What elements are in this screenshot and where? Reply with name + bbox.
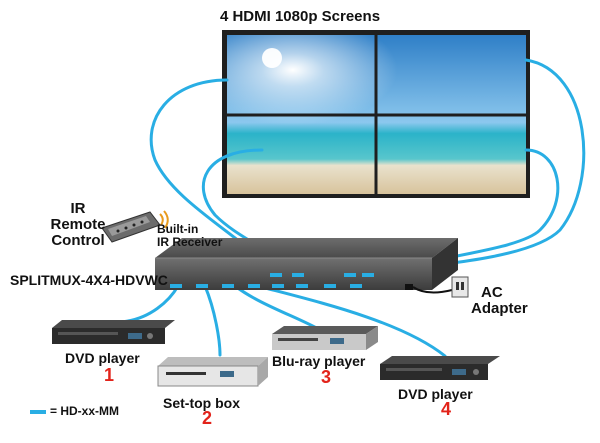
cable-swatch <box>30 409 46 414</box>
diagram-title: 4 HDMI 1080p Screens <box>219 8 381 25</box>
device-3-name: Blu-ray player <box>272 353 366 369</box>
legend: = HD-xx-MM <box>30 404 119 418</box>
device-1-number: 1 <box>104 365 115 385</box>
dvd-player-4-icon <box>380 356 500 380</box>
device-1-name: DVD player <box>65 350 140 366</box>
dvd-player-1-icon <box>52 320 175 344</box>
device-4-name: DVD player <box>398 386 473 402</box>
ac-adapter-label: AC Adapter <box>471 285 528 317</box>
blu-ray-player-icon <box>272 326 378 350</box>
legend-label: = HD-xx-MM <box>50 404 120 418</box>
device-4-number: 4 <box>441 399 452 419</box>
receiver-label-line-1: Built-in <box>157 222 199 236</box>
device-2-name: Set-top box <box>163 395 240 411</box>
device-2-number: 2 <box>202 408 213 428</box>
hdmi-ports <box>170 273 413 290</box>
ac-label-line-1: AC <box>481 284 503 301</box>
model-label: SPLITMUX-4X4-HDVWC <box>10 272 168 288</box>
device-3-number: 3 <box>321 367 332 387</box>
matrix-unit <box>155 238 458 290</box>
receiver-label-line-2: IR Receiver <box>157 235 223 249</box>
receiver-label: Built-in IR Receiver <box>157 223 222 249</box>
remote-label-line-3: Control <box>51 232 105 249</box>
ac-adapter-icon <box>412 276 469 298</box>
remote-control-icon <box>101 210 169 243</box>
remote-label-line-1: IR <box>70 200 86 217</box>
remote-label-line-2: Remote <box>50 216 106 233</box>
remote-label: IR Remote Control <box>48 201 108 249</box>
ac-label-line-2: Adapter <box>471 300 528 317</box>
set-top-box-icon <box>157 357 268 387</box>
video-wall <box>222 30 530 198</box>
